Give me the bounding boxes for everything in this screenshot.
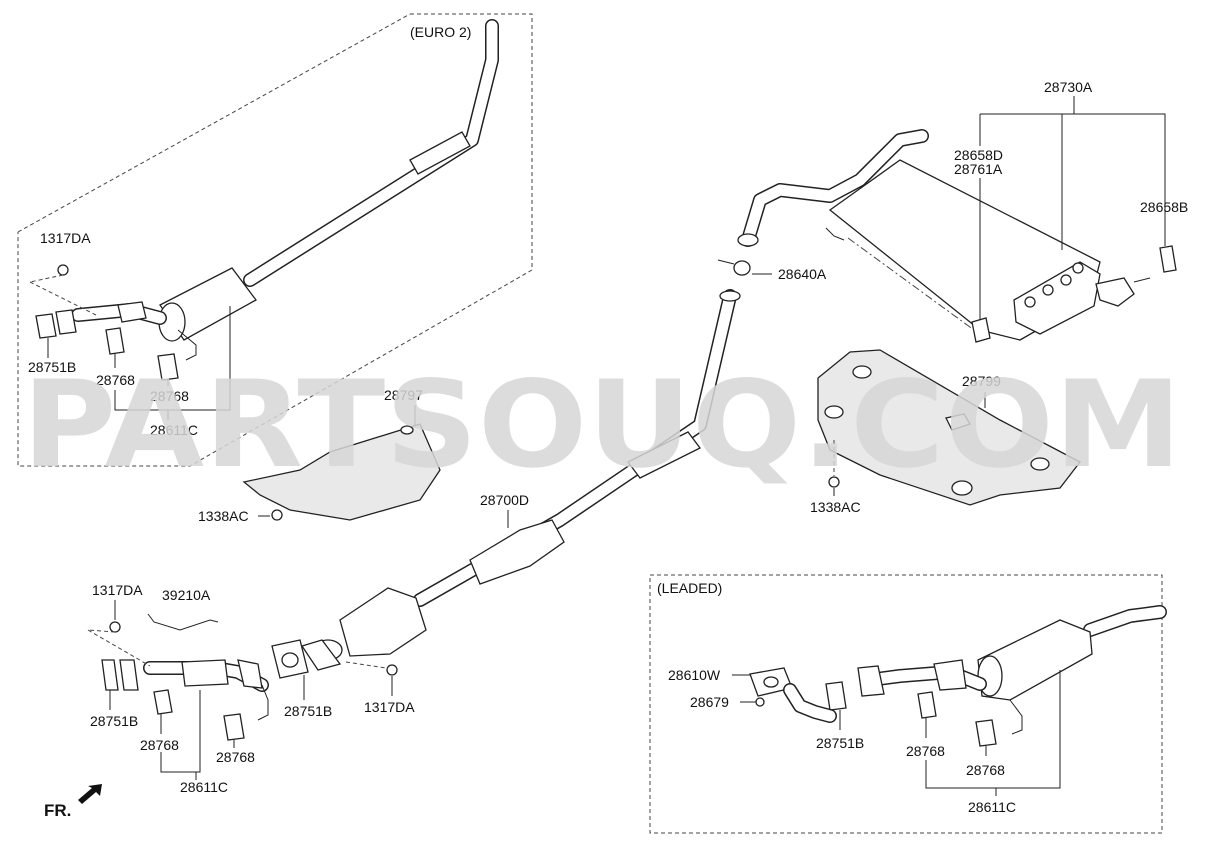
leaded-frame	[649, 574, 1163, 834]
label-28611C-ld: 28611C	[968, 799, 1016, 815]
label-28610W: 28610W	[668, 667, 721, 683]
label-28679: 28679	[690, 694, 729, 710]
label-28761A: 28761A	[954, 161, 1003, 177]
label-1317DA-bl: 1317DA	[92, 582, 143, 598]
label-1338AC-left: 1338AC	[198, 508, 249, 524]
label-28768-ld1: 28768	[906, 743, 945, 759]
label-1317DA-mid: 1317DA	[364, 699, 415, 715]
label-28700D: 28700D	[480, 492, 529, 508]
bracket-28611C-bl	[160, 690, 201, 773]
euro2-frame	[17, 13, 533, 467]
rear-muffler-28730A	[737, 129, 1177, 343]
label-28658D: 28658D	[954, 147, 1003, 163]
label-28768-ld2: 28768	[966, 762, 1005, 778]
clamp-28640A	[717, 259, 751, 276]
leader-1317DA-mid-dash	[345, 661, 387, 669]
leader-1317DA-bl-dash	[87, 629, 116, 633]
shield-28799-tab	[945, 413, 971, 431]
label-28768-bl1: 28768	[140, 737, 179, 753]
gasket-28751B-mid-hole	[281, 652, 299, 668]
leader-1317DA-top-2	[29, 281, 97, 316]
label-28751B-bl: 28751B	[90, 713, 138, 729]
nut-1317DA-mid	[386, 664, 398, 676]
label-39210A: 39210A	[162, 587, 211, 603]
main-pipe-28700D	[300, 289, 741, 671]
nut-1338AC-right	[828, 476, 840, 488]
label-28768-top2: 28768	[150, 388, 189, 404]
bracket-28611C-ld	[925, 670, 1061, 789]
leaded-pipe-assembly	[749, 605, 1167, 747]
label-28611C-bl: 28611C	[180, 779, 228, 795]
label-28611C-top: 28611C	[150, 422, 198, 438]
front-direction-label: FR.	[44, 801, 71, 820]
heat-shield-28797	[242, 423, 441, 521]
nut-1338AC-left	[271, 509, 283, 521]
section-leaded-title: (LEADED)	[657, 580, 722, 596]
label-28658B: 28658B	[1140, 199, 1188, 215]
label-28768-top1: 28768	[96, 372, 135, 388]
watermark-text: PARTSOUQ.COM	[22, 356, 1182, 495]
shield-28799-hole-1	[852, 365, 872, 379]
shield-28799-hole-3	[951, 480, 973, 496]
section-euro2-title: (EURO 2)	[410, 24, 471, 40]
shield-28799-hole-2	[824, 405, 844, 419]
heat-shield-28799	[817, 349, 1081, 506]
shield-28799-hole-4	[1030, 457, 1050, 471]
front-arrow-icon	[78, 784, 102, 804]
label-1317DA-top: 1317DA	[40, 230, 91, 246]
front-pipe-assembly-bottom	[101, 613, 269, 741]
label-28730A: 28730A	[1044, 79, 1093, 95]
euro2-frame-diagonal	[17, 13, 411, 233]
label-28751B-top: 28751B	[28, 359, 76, 375]
centerline-muffler	[847, 237, 975, 331]
bracket-28611C-top	[114, 306, 231, 411]
leader-1317DA-bl-dash2	[87, 629, 151, 667]
label-28640A: 28640A	[778, 266, 827, 282]
label-1338AC-right: 1338AC	[810, 499, 861, 515]
shield-28797-hole	[400, 425, 414, 435]
label-28799: 28799	[962, 373, 1001, 389]
label-28768-bl2: 28768	[216, 749, 255, 765]
bracket-28730A	[980, 113, 1166, 246]
euro2-pipe-assembly	[35, 19, 499, 381]
label-28797: 28797	[384, 387, 423, 403]
label-28751B-mid: 28751B	[284, 703, 332, 719]
label-28751B-ld: 28751B	[816, 735, 864, 751]
leader-1317DA-top	[29, 274, 64, 283]
